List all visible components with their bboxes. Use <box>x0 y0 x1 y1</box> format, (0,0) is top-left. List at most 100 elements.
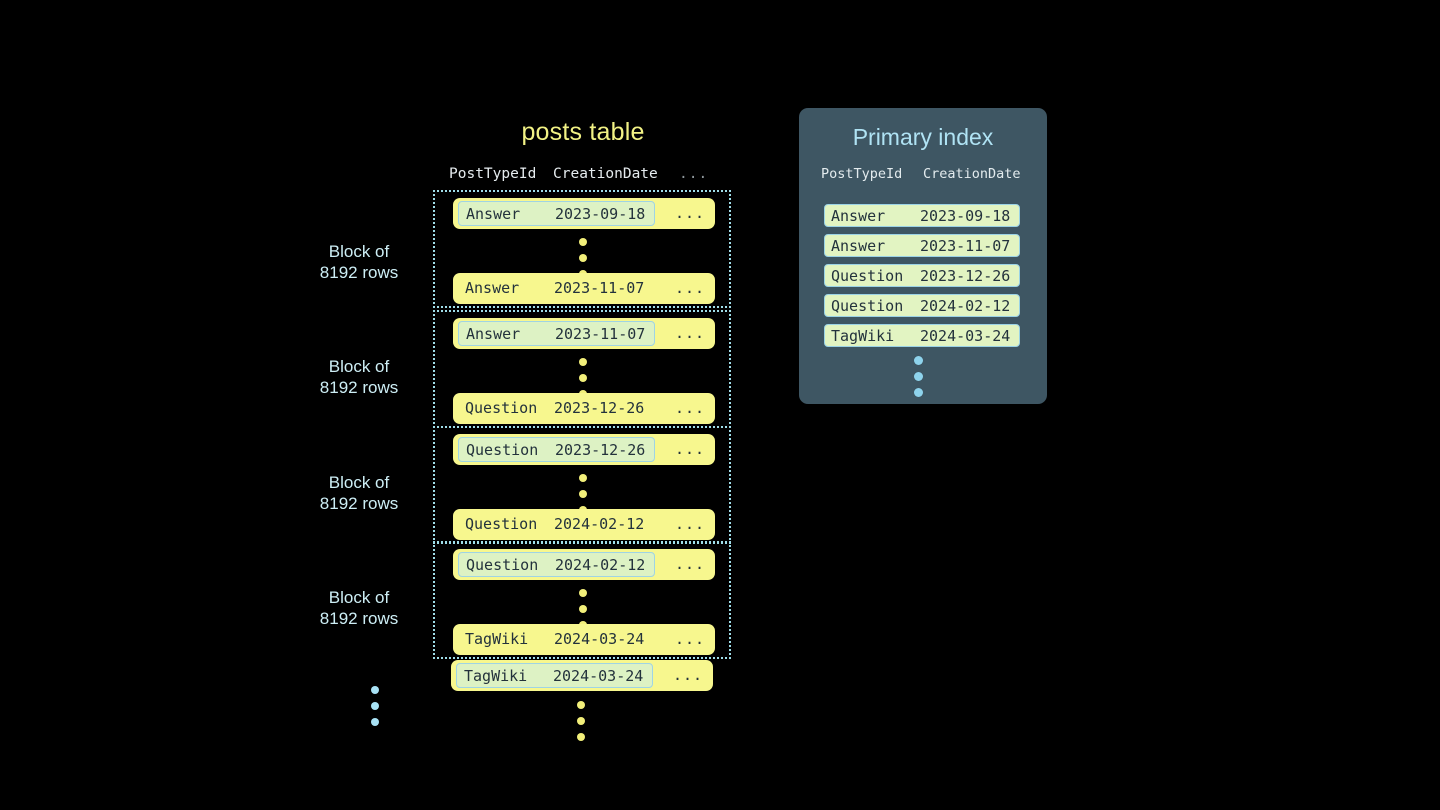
cell-posttypeid: Answer <box>466 325 521 343</box>
cell-creationdate: 2023-12-26 <box>554 399 645 417</box>
cell-posttypeid: Question <box>831 267 904 285</box>
dot <box>371 718 379 726</box>
primary-index-panel: Primary index PostTypeId CreationDate An… <box>799 108 1047 404</box>
cell-more: ... <box>675 440 706 458</box>
cell-posttypeid: Question <box>466 556 539 574</box>
dot <box>914 388 923 397</box>
posts-table-column-headers: PostTypeId CreationDate ... <box>433 166 733 188</box>
cell-more: ... <box>675 204 706 222</box>
index-row: Answer 2023-11-07 <box>824 234 1020 257</box>
dot <box>579 605 587 613</box>
cell-posttypeid: Question <box>465 515 538 533</box>
row-key: Question 2023-12-26 <box>458 396 655 421</box>
column-header-more: ... <box>679 166 709 182</box>
table-row: Question 2024-02-12 ... <box>453 549 715 580</box>
cell-creationdate: 2024-02-12 <box>555 556 646 574</box>
dot <box>577 701 585 709</box>
column-header-creationdate: CreationDate <box>923 166 1021 182</box>
block-label-line-2: 8192 rows <box>319 494 399 513</box>
cell-more: ... <box>675 515 706 533</box>
row-key-highlight: Answer 2023-09-18 <box>458 201 655 226</box>
cell-creationdate: 2023-11-07 <box>920 237 1011 255</box>
dot <box>579 254 587 262</box>
block-1: Answer 2023-09-18 ... Answer 2023-11-07 … <box>433 190 731 308</box>
dot <box>371 702 379 710</box>
table-row: Answer 2023-09-18 ... <box>453 198 715 229</box>
row-key: TagWiki 2024-03-24 <box>458 627 655 652</box>
block-label-1: Block of 8192 rows <box>284 241 434 283</box>
block-label-4: Block of 8192 rows <box>284 587 434 629</box>
table-row: Question 2023-12-26 ... <box>453 393 715 424</box>
dot <box>579 374 587 382</box>
block-label-line-1: Block of <box>328 242 390 261</box>
row-key: Answer 2023-11-07 <box>458 276 655 301</box>
cell-posttypeid: Answer <box>831 237 886 255</box>
posts-table-region: posts table PostTypeId CreationDate ... … <box>320 118 750 741</box>
cell-creationdate: 2023-09-18 <box>555 205 646 223</box>
dot <box>577 733 585 741</box>
dot <box>579 238 587 246</box>
table-row: TagWiki 2024-03-24 ... <box>453 624 715 655</box>
cell-posttypeid: Answer <box>465 279 520 297</box>
cell-posttypeid: TagWiki <box>464 667 528 685</box>
dot <box>577 717 585 725</box>
dot <box>579 589 587 597</box>
dot <box>914 356 923 365</box>
dot <box>579 490 587 498</box>
cell-creationdate: 2023-12-26 <box>555 441 646 459</box>
cell-creationdate: 2023-09-18 <box>920 207 1011 225</box>
block-2: Answer 2023-11-07 ... Question 2023-12-2… <box>433 310 731 428</box>
cell-creationdate: 2024-03-24 <box>554 630 645 648</box>
cell-posttypeid: Question <box>831 297 904 315</box>
row-key-highlight: Answer 2023-11-07 <box>458 321 655 346</box>
cell-creationdate: 2024-02-12 <box>554 515 645 533</box>
cell-creationdate: 2023-12-26 <box>920 267 1011 285</box>
index-row: Answer 2023-09-18 <box>824 204 1020 227</box>
cell-posttypeid: TagWiki <box>831 327 895 345</box>
cell-more: ... <box>675 324 706 342</box>
row-key: Question 2024-02-12 <box>458 512 655 537</box>
cell-more: ... <box>675 399 706 417</box>
dot <box>371 686 379 694</box>
column-header-posttypeid: PostTypeId <box>821 166 903 182</box>
column-header-posttypeid: PostTypeId <box>449 166 537 182</box>
index-row: Question 2023-12-26 <box>824 264 1020 287</box>
cell-creationdate: 2024-03-24 <box>553 667 644 685</box>
block-label-2: Block of 8192 rows <box>284 356 434 398</box>
cell-more: ... <box>675 630 706 648</box>
table-row: Question 2023-12-26 ... <box>453 434 715 465</box>
dot <box>579 474 587 482</box>
block-label-3: Block of 8192 rows <box>284 472 434 514</box>
block-label-line-2: 8192 rows <box>319 609 399 628</box>
table-row-trailing: TagWiki 2024-03-24 ... <box>451 660 713 691</box>
block-3: Question 2023-12-26 ... Question 2024-02… <box>433 426 731 544</box>
cell-creationdate: 2024-02-12 <box>920 297 1011 315</box>
dot <box>914 372 923 381</box>
cell-creationdate: 2023-11-07 <box>555 325 646 343</box>
block-ellipsis-dots <box>371 686 381 734</box>
table-row: Answer 2023-11-07 ... <box>453 273 715 304</box>
block-label-line-2: 8192 rows <box>319 378 399 397</box>
dot <box>579 358 587 366</box>
cell-posttypeid: Question <box>465 399 538 417</box>
block-label-line-1: Block of <box>328 357 390 376</box>
posts-table-title: posts table <box>521 118 645 146</box>
cell-posttypeid: Answer <box>466 205 521 223</box>
column-header-creationdate: CreationDate <box>553 166 658 182</box>
cell-posttypeid: Answer <box>831 207 886 225</box>
cell-creationdate: 2024-03-24 <box>920 327 1011 345</box>
block-label-line-1: Block of <box>328 588 390 607</box>
row-key-highlight: Question 2023-12-26 <box>458 437 655 462</box>
block-label-line-1: Block of <box>328 473 390 492</box>
table-row: Question 2024-02-12 ... <box>453 509 715 540</box>
table-ellipsis-dots <box>577 701 587 749</box>
cell-posttypeid: TagWiki <box>465 630 529 648</box>
cell-creationdate: 2023-11-07 <box>554 279 645 297</box>
block-label-line-2: 8192 rows <box>319 263 399 282</box>
index-ellipsis-dots <box>914 356 924 404</box>
primary-index-title: Primary index <box>852 124 994 150</box>
cell-more: ... <box>675 279 706 297</box>
primary-index-column-headers: PostTypeId CreationDate <box>799 166 1047 186</box>
row-key-highlight: Question 2024-02-12 <box>458 552 655 577</box>
row-key-highlight: TagWiki 2024-03-24 <box>456 663 653 688</box>
